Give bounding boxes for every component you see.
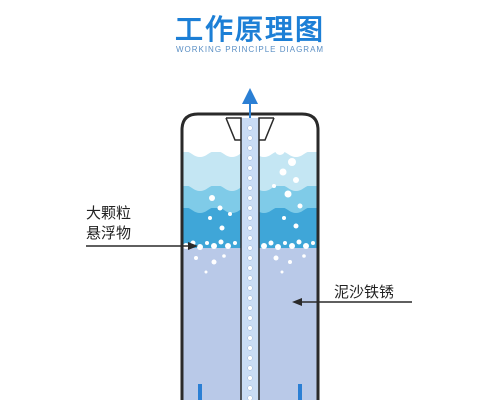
diagram-subtitle: WORKING PRINCIPLE DIAGRAM	[175, 45, 325, 54]
callout-sediment-rust: 泥沙铁锈	[334, 283, 395, 301]
rising-bubbles	[208, 145, 303, 231]
up-arrow-icon	[242, 88, 258, 118]
callout-large-particles: 大颗粒 悬浮物	[86, 203, 131, 243]
callout-left-line2: 悬浮物	[86, 224, 132, 242]
inlet-marker-left	[198, 384, 202, 400]
arrow-left-icon	[292, 298, 412, 306]
pipe-holes	[247, 125, 253, 400]
arrow-right-icon	[86, 242, 198, 250]
callout-left-line1: 大颗粒	[86, 204, 132, 222]
diagram-title: 工作原理图	[174, 13, 325, 46]
center-pipe	[225, 117, 275, 400]
inlet-marker-right	[298, 384, 302, 400]
